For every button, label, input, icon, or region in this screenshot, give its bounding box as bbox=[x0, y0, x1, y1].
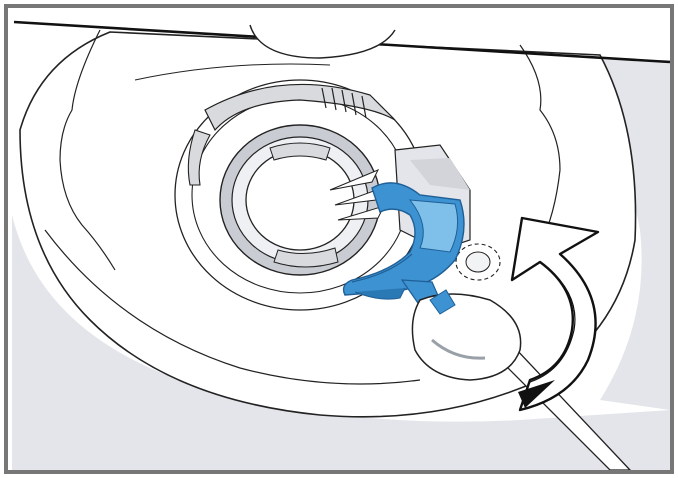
pump-screw bbox=[456, 244, 500, 280]
filter-opening bbox=[246, 150, 354, 250]
